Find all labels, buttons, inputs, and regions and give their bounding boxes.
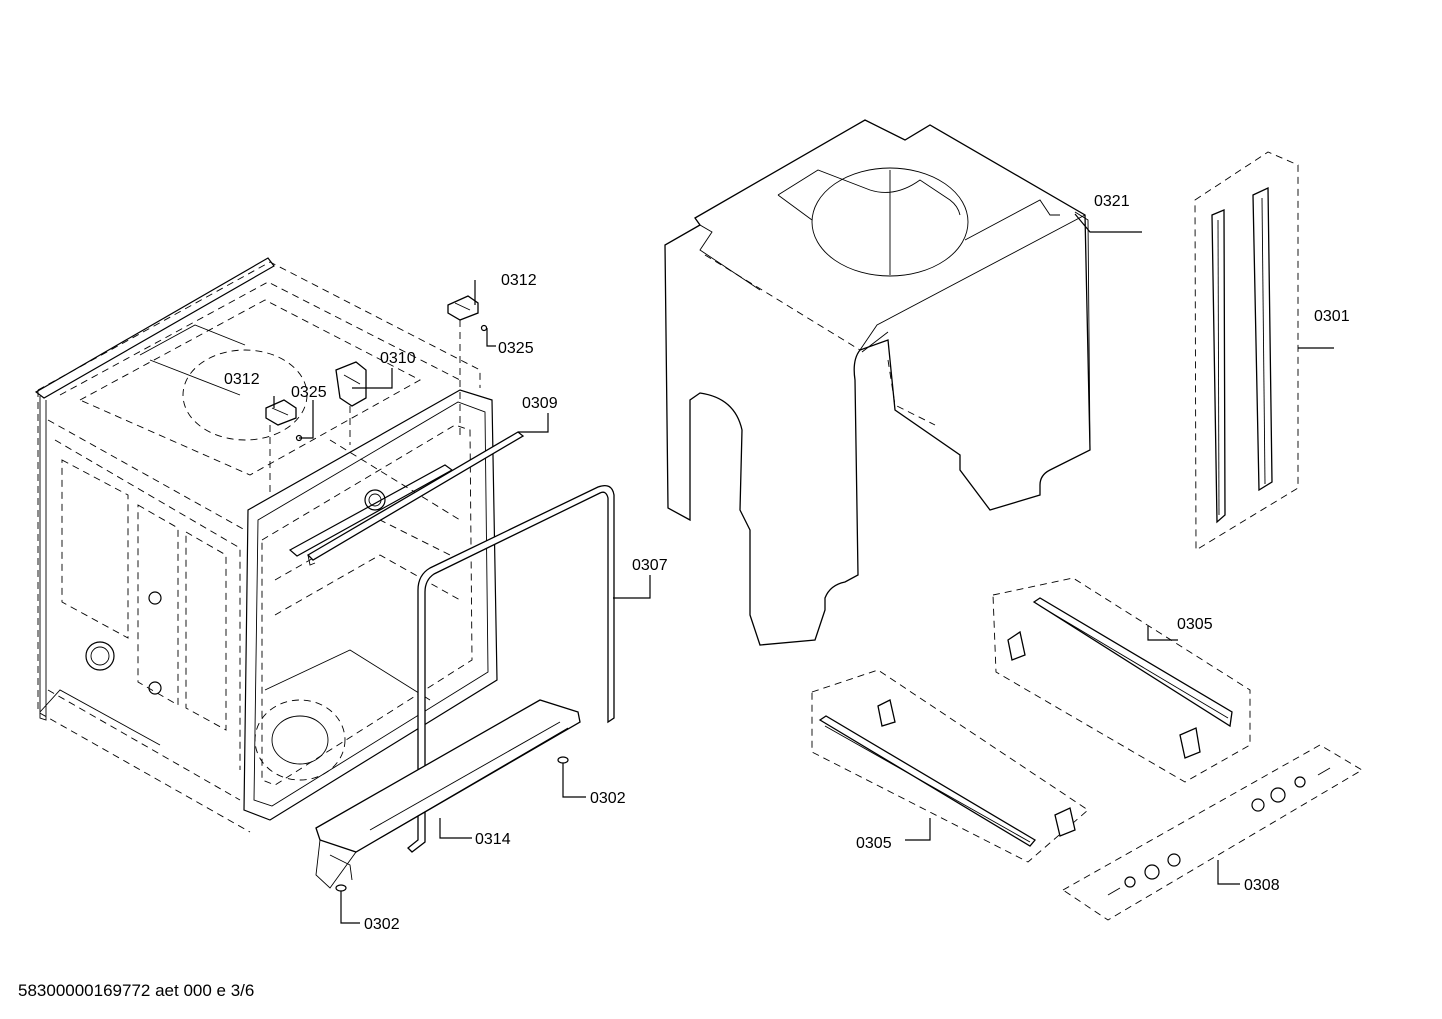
part-0314-base-tray: [315, 699, 581, 889]
part-0305-upper-rail-kit: [992, 577, 1251, 783]
part-0309-strip: [306, 431, 525, 566]
label-0307: 0307: [632, 557, 668, 574]
label-0308: 0308: [1244, 877, 1280, 894]
leader-lines: [269, 213, 1334, 924]
document-footer-code: 58300000169772 aet 000 e 3/6: [18, 981, 255, 1000]
part-0310-hinge: [335, 361, 367, 407]
part-0312-bracket-left: [265, 399, 297, 426]
label-0305-upper: 0305: [1177, 616, 1213, 633]
label-0325-left: 0325: [291, 384, 327, 401]
label-0310: 0310: [380, 350, 416, 367]
label-0314: 0314: [475, 831, 511, 848]
part-0321-insulation: [664, 119, 1091, 646]
label-0302-right: 0302: [590, 790, 626, 807]
part-0301-side-rails: [1194, 151, 1299, 551]
label-0301: 0301: [1314, 308, 1350, 325]
label-0312-left: 0312: [224, 371, 260, 388]
label-0302-bottom: 0302: [364, 916, 400, 933]
label-0321: 0321: [1094, 193, 1130, 210]
part-0308-wheel-kit: [1062, 744, 1363, 921]
part-0305-lower-rail-kit: [811, 669, 1089, 863]
part-0312-bracket-top: [447, 295, 479, 321]
label-0325-top: 0325: [498, 340, 534, 357]
part-0307-door-seal: [407, 484, 615, 853]
label-0312-top: 0312: [501, 272, 537, 289]
screw-0302-a: [557, 756, 569, 773]
screw-0302-b: [335, 884, 347, 901]
label-0309: 0309: [522, 395, 558, 412]
label-0305-lower: 0305: [856, 835, 892, 852]
tub-assembly: [34, 257, 498, 833]
